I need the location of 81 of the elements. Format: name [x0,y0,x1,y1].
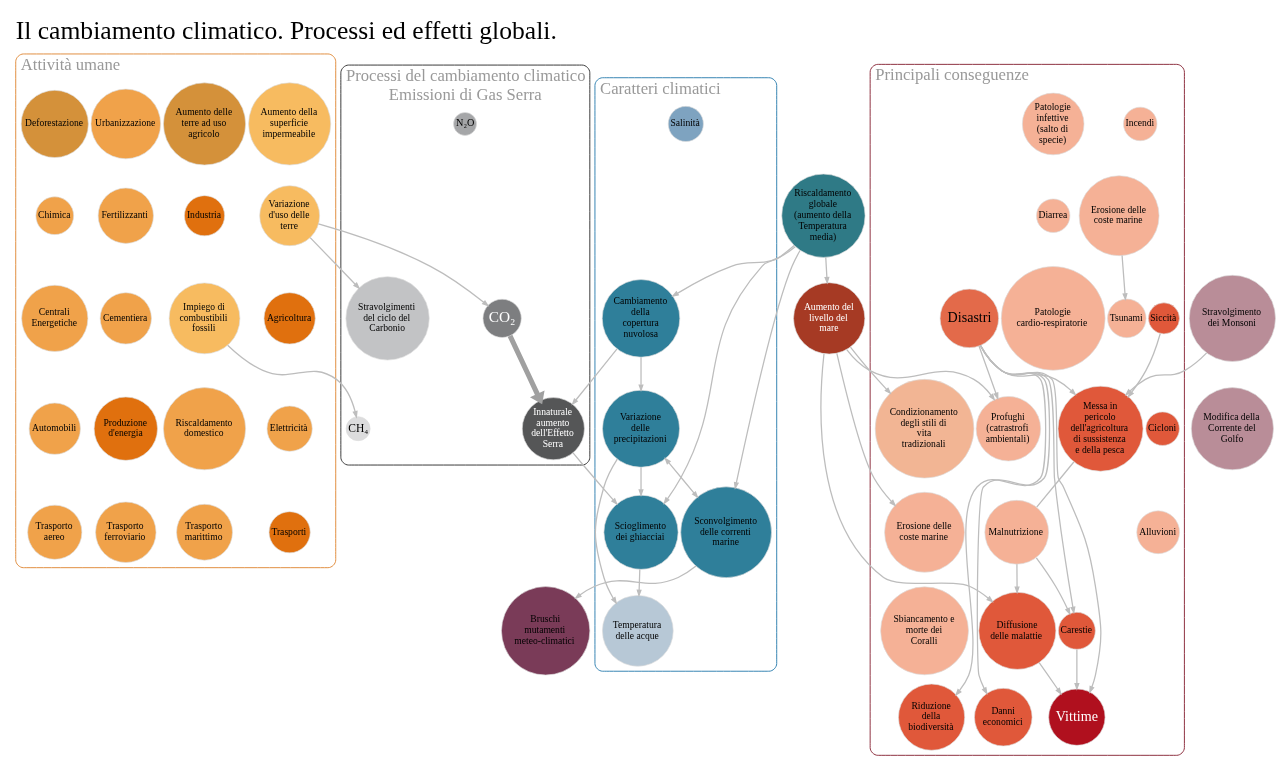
arrow [733,249,801,490]
node-circle: Trasporto aereo [27,504,83,560]
arrow [638,466,644,497]
arrow [1014,563,1020,594]
arrow [979,344,1077,396]
arrow [507,334,545,404]
node-circle: Siccità [1148,302,1180,334]
node-circle: Erosione delle coste marine [884,491,965,573]
arrow [846,348,996,401]
arrow [663,244,795,505]
node-circle: Condizionamento degli stili di vita tradizionali [874,378,975,478]
node-circle: Deforestazione [20,89,89,158]
node-circle: Carestie [1058,611,1096,650]
arrow [594,458,618,605]
arrow [820,352,994,603]
node-circle: Sconvolgimento delle correnti marine [680,486,772,578]
node-circle: Diffusione delle malattie [978,591,1057,670]
node-circle: Fertilizzanti [97,187,154,244]
node-circle: Produzione d'energia [93,396,158,461]
arrow [636,568,642,597]
arrow [1074,648,1080,691]
node-circle: Erosione delle coste marine [1078,174,1160,256]
arrow [638,356,644,392]
node-circle: Malnutrizione [984,499,1049,564]
node-circle: Stravolgimenti del ciclo del Carbonio [345,275,430,360]
node-circle: Patologie cardio-respiratorie [1000,265,1106,371]
node-circle: Disastri [939,288,999,348]
node-circle: Aumento delle terre ad uso agricolo [163,82,246,165]
arrow [954,344,1047,696]
node-circle: Chimica [35,196,74,235]
arrow [574,564,697,599]
node-circle: Alluvioni [1136,510,1180,554]
node-circle: Cementiera [99,291,152,344]
node-circle: Incendi [1123,106,1158,141]
arrow [849,346,892,395]
arrow [1121,254,1128,301]
node-circle: Riduzione della biodiversità [898,683,966,751]
node-circle: Diarrea [1036,198,1071,233]
node-circle: Trasporto ferroviario [95,501,157,563]
arrow [979,344,1102,694]
diagram-title: Il cambiamento climatico. Processi ed effetti globali. [15,15,557,45]
arrow [1127,332,1161,398]
node-circle: Variazione d'uso delle terre [259,184,320,246]
node-circle: Impiego di combustibili fossili [168,282,241,354]
node-circle: Aumento della superficie impermeabile [248,82,332,165]
node-circle: Profughi (catrastrofi ambientali) [975,395,1041,461]
arrow [979,344,1076,614]
arrow [978,344,999,400]
arrow [309,236,361,289]
node-circle: Sbiancamento e morte dei Coralli [880,586,969,675]
node-circle: Riscaldamento globale (aumento della Temperatura media) [781,173,866,258]
node-circle: Aumento del livello del mare [793,281,866,354]
node-circle: CH₄ [345,415,371,441]
node-circle: Centrali Energetiche [21,284,89,352]
node-circle: Elettricità [266,405,313,452]
node-circle: Salinità [667,105,704,142]
node-circle: Trasporto marittimo [176,503,233,561]
arrow [671,245,796,297]
arrow [1038,661,1062,695]
arrow [227,344,358,419]
node-circle: Urbanizzazione [90,88,161,159]
node-circle: Trasporti [268,510,311,553]
node-circle: Bruschi mutamenti meteo-climatici [501,585,591,675]
arrow [824,256,830,285]
node-circle: N₂O [453,111,477,136]
node-circle: Industria [184,194,225,236]
arrow [317,222,490,307]
arrow [572,451,618,505]
node-circle: Patologie infettive (salto di specie) [1022,92,1085,155]
node-circle: Modifica della Corrente del Golfo [1191,386,1274,470]
arrow [836,352,897,507]
node-circle: Agricoltura [263,291,316,344]
arrow [1035,556,1071,615]
node-circle: Cicloni [1145,411,1180,446]
arrow [664,456,699,499]
connector [1036,460,1075,508]
node-circle: Riscaldamento domestico [163,386,246,470]
node-circle: Stravolgimento dei Monsoni [1188,274,1276,362]
node-circle: Automobili [28,402,81,455]
node-circle: Tsunami [1107,298,1147,338]
arrow [571,347,618,406]
